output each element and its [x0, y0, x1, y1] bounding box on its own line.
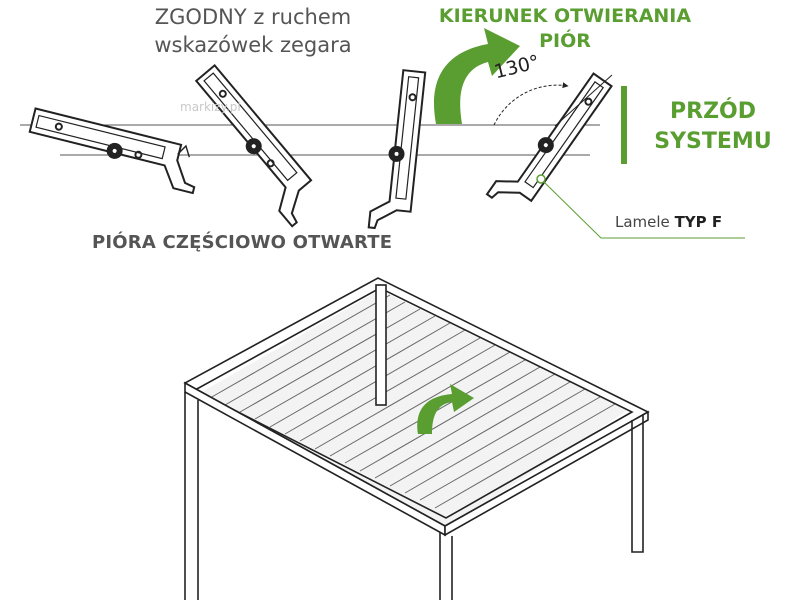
system-front-label: PRZÓD SYSTEMU — [640, 97, 786, 157]
roof-slats-area — [200, 290, 628, 528]
callout-leader — [543, 181, 745, 239]
roof-slats — [209, 294, 616, 509]
rotation-caption: ZGODNY z ruchem wskazówek zegara — [118, 3, 388, 59]
louvre-profile-4 — [485, 72, 613, 203]
front-line-2: SYSTEMU — [654, 129, 772, 154]
callout-dot — [536, 174, 546, 184]
partially-open-label: PIÓRA CZĘŚCIOWO OTWARTE — [92, 232, 393, 253]
small-rotation-arrow-icon — [417, 384, 474, 434]
opening-direction-title: KIERUNEK OTWIERANIA PIÓR — [430, 4, 700, 54]
direction-line-1: KIERUNEK OTWIERANIA — [438, 5, 692, 27]
rotation-arrow-icon — [434, 28, 520, 124]
angle-arc — [493, 82, 569, 126]
pergola-structure — [183, 277, 650, 600]
slat-type-label: Lamele TYP F — [615, 213, 722, 231]
slat-type-prefix: Lamele — [615, 213, 675, 231]
front-bar — [621, 86, 627, 164]
watermark: markizy.pl — [180, 100, 241, 114]
angle-reference-line — [554, 74, 613, 127]
louvre-profile-1 — [28, 107, 196, 195]
caption-line-1: ZGODNY z ruchem — [154, 5, 352, 29]
louvre-profile-2 — [194, 63, 313, 228]
front-line-1: PRZÓD — [670, 99, 756, 124]
slat-type-value: TYP F — [674, 213, 723, 231]
louvre-profile-3 — [367, 69, 427, 230]
direction-line-2: PIÓR — [539, 30, 591, 52]
caption-line-2: wskazówek zegara — [154, 33, 352, 57]
